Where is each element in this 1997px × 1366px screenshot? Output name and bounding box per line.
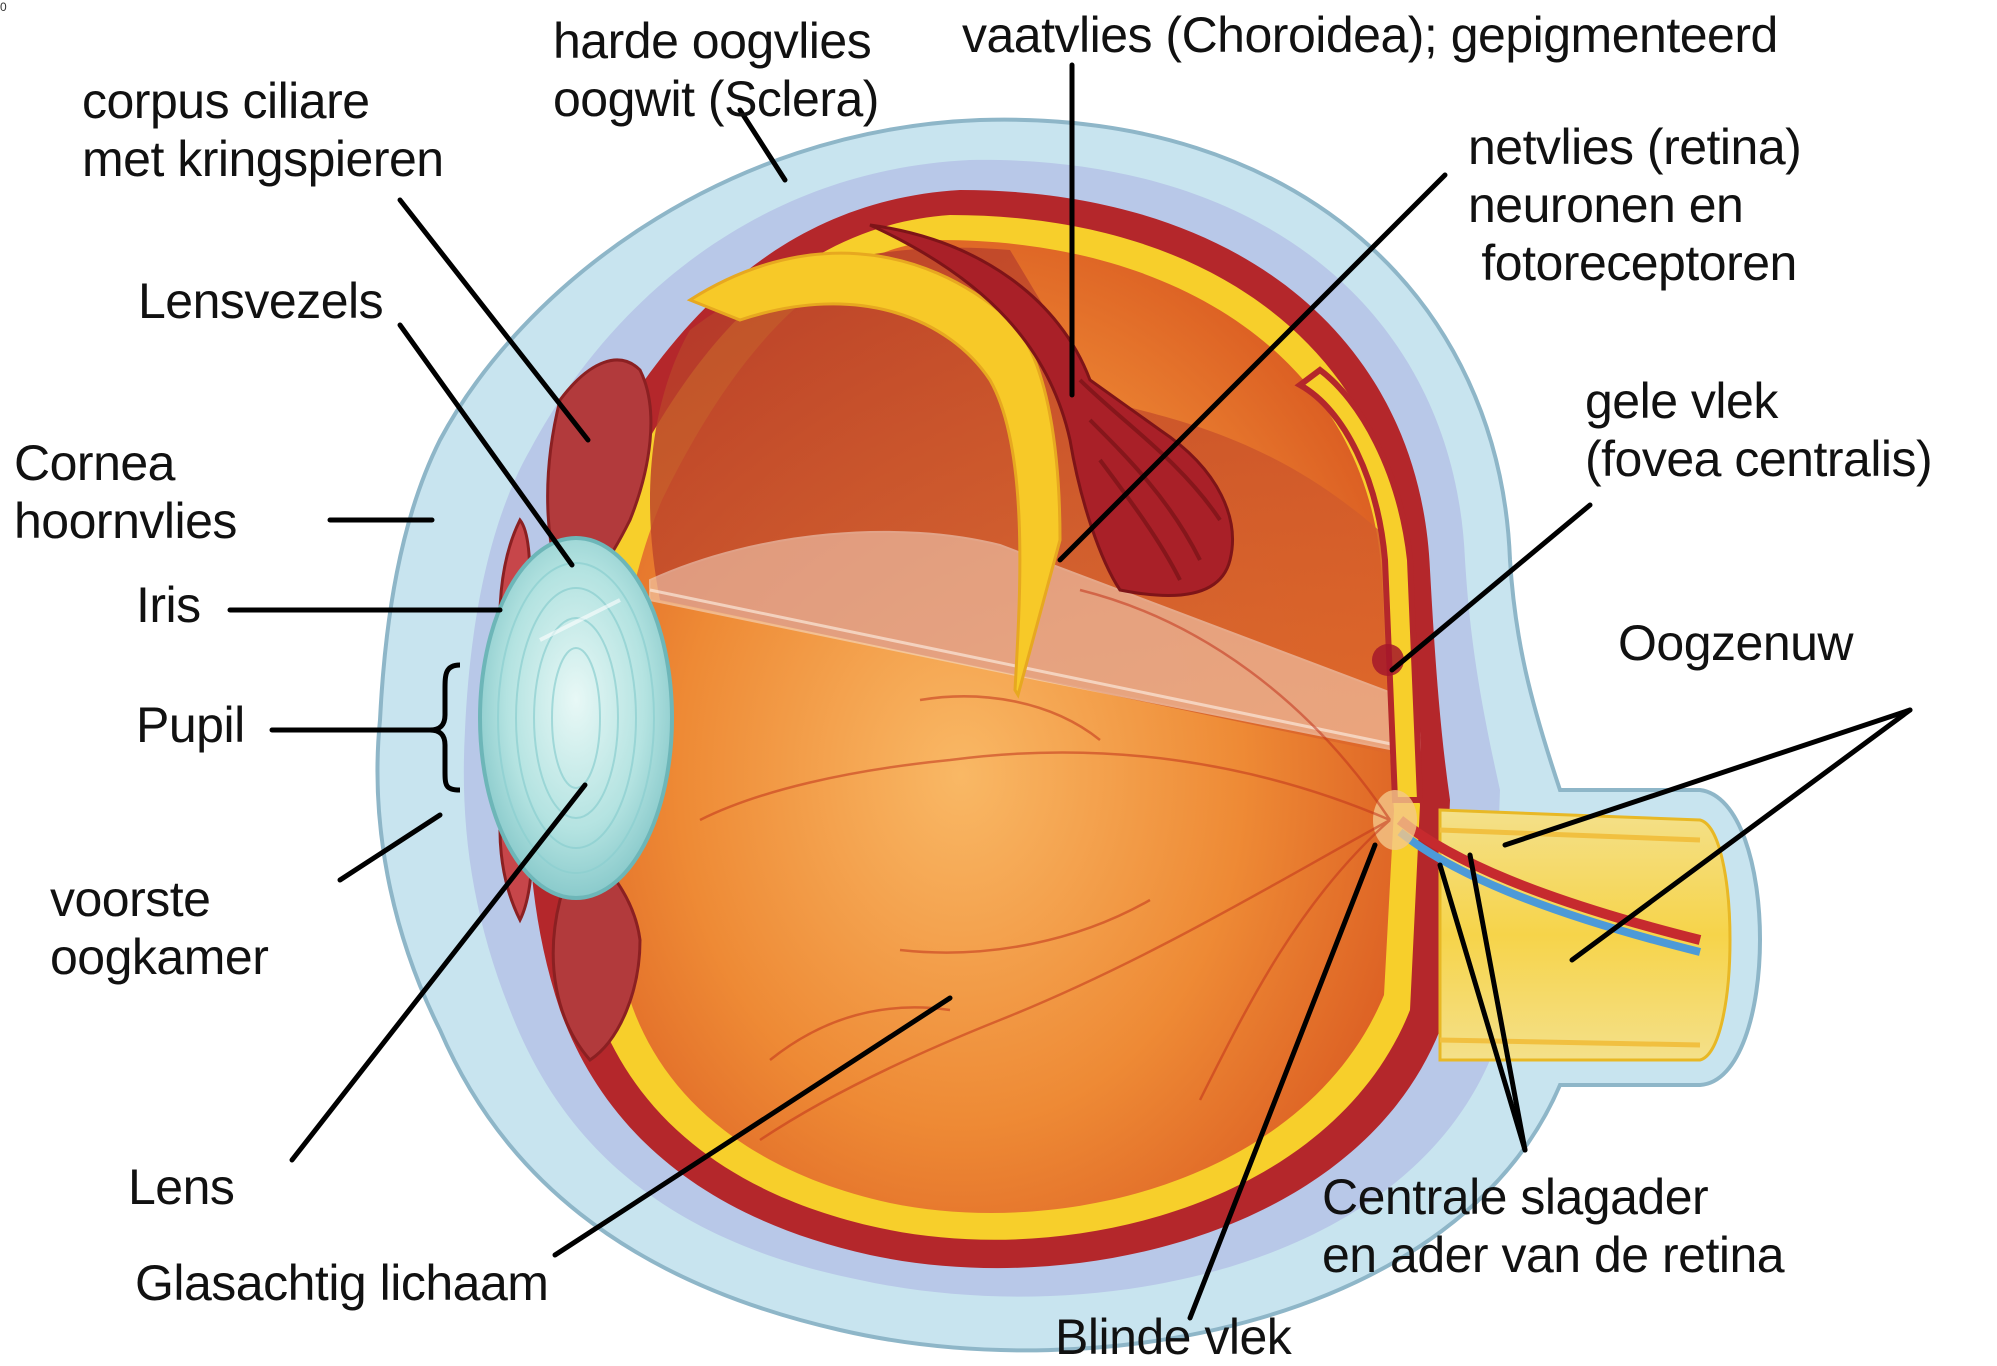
- blind-spot: [1373, 790, 1417, 850]
- label-vaatvlies: vaatvlies (Choroidea); gepigmenteerd: [962, 6, 1778, 64]
- label-cornea: Cornea hoornvlies: [14, 434, 237, 550]
- label-lens: Lens: [128, 1158, 234, 1216]
- label-harde-oogvlies: harde oogvlies oogwit (Sclera): [553, 12, 879, 128]
- label-netvlies: netvlies (retina) neuronen en fotorecept…: [1468, 118, 1801, 292]
- label-glasachtig-lichaam: Glasachtig lichaam: [135, 1254, 548, 1312]
- label-pupil: Pupil: [136, 696, 245, 754]
- fovea: [1372, 644, 1404, 676]
- label-corpus-ciliare: corpus ciliare met kringspieren: [82, 72, 444, 188]
- label-lensvezels: Lensvezels: [138, 272, 383, 330]
- label-centrale-slagader: Centrale slagader en ader van de retina: [1322, 1168, 1784, 1284]
- label-gele-vlek: gele vlek (fovea centralis): [1585, 372, 1932, 488]
- label-oogzenuw: Oogzenuw: [1618, 614, 1853, 672]
- label-voorste-oogkamer: voorste oogkamer: [50, 870, 268, 986]
- lens: [480, 538, 672, 898]
- label-iris: Iris: [136, 576, 201, 634]
- label-blinde-vlek: Blinde vlek: [1055, 1308, 1291, 1366]
